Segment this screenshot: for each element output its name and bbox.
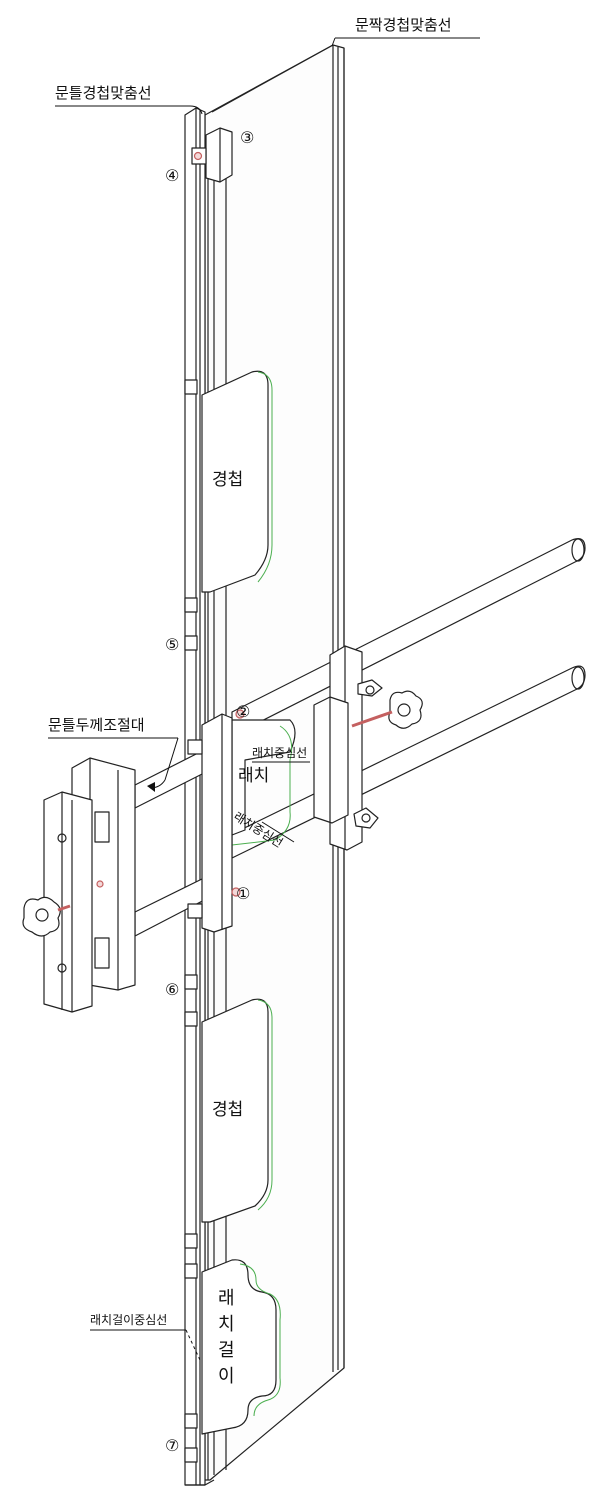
label-latch: 래치 <box>238 766 270 786</box>
label-strike-char: 이 <box>218 1366 235 1387</box>
right-clamp <box>313 645 363 851</box>
hinge-template-bottom <box>201 998 273 1223</box>
label-strike-char: 치 <box>218 1314 235 1335</box>
label-hinge-top: 경첩 <box>212 470 244 490</box>
marker-3: ③ <box>240 128 255 147</box>
label-door-hinge-line: 문짝경첩맞춤선 <box>355 16 452 34</box>
marker-4: ④ <box>165 166 180 185</box>
label-strike-center-line: 래치걸이중심선 <box>90 1313 168 1327</box>
wing-nut-bottom <box>353 807 379 829</box>
latch-slider <box>201 713 233 933</box>
hinge-template-top <box>201 370 273 593</box>
marker-5: ⑤ <box>165 635 180 654</box>
label-strike-char: 래 <box>218 1288 235 1309</box>
wing-nut-top <box>357 679 383 697</box>
marker-6: ⑥ <box>165 980 180 999</box>
label-latch-center-line-1: 래치중심선 <box>252 746 308 760</box>
bolt-4 <box>193 151 203 161</box>
label-frame-thickness-adjuster: 문틀두께조절대 <box>48 716 145 734</box>
label-hinge-bottom: 경첩 <box>212 1100 244 1120</box>
thickness-plate-front <box>43 791 104 1013</box>
left-knob <box>22 896 71 937</box>
label-strike: 래 치 걸 이 <box>218 1290 235 1386</box>
marker-7: ⑦ <box>165 1436 180 1455</box>
right-knob <box>351 690 423 729</box>
marker-1: ① <box>236 884 251 903</box>
strike-template <box>201 1259 281 1435</box>
label-strike-char: 걸 <box>218 1340 235 1361</box>
marker-2: ② <box>236 702 251 721</box>
label-frame-hinge-line: 문틀경첩맞춤선 <box>55 84 152 102</box>
